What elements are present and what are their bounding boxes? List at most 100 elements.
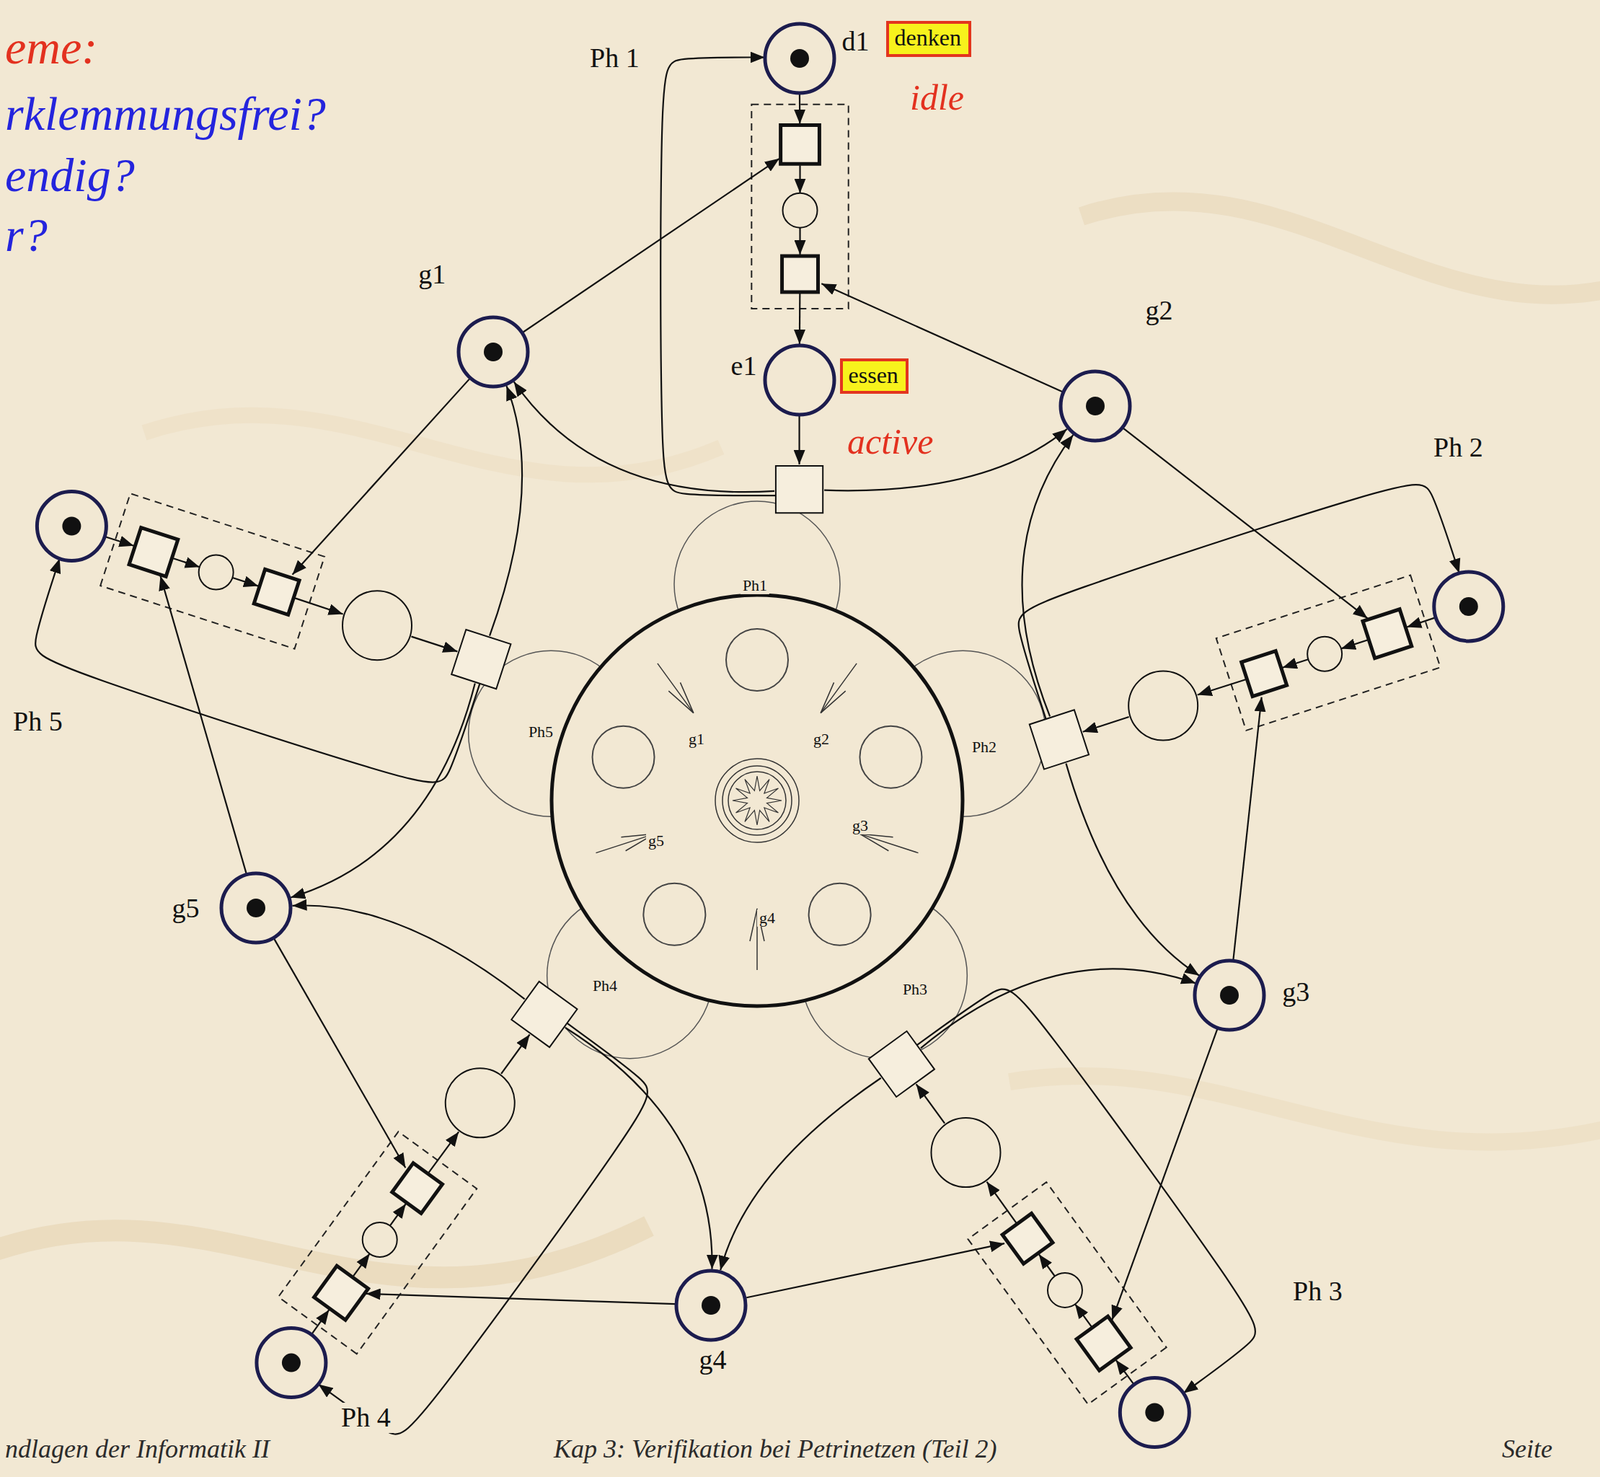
page-label: Seite	[1499, 1434, 1555, 1464]
plate	[726, 628, 789, 691]
arc	[1406, 617, 1436, 627]
place-outline	[219, 871, 293, 945]
arc	[1065, 763, 1200, 976]
place-ring	[765, 23, 835, 94]
state-note: active	[845, 421, 936, 462]
arc	[353, 1253, 370, 1276]
plate	[859, 726, 922, 789]
arc	[35, 558, 480, 783]
place	[256, 1328, 326, 1398]
place-circle: g2	[1058, 369, 1133, 443]
arc	[489, 385, 523, 636]
state-label-box: essen	[840, 358, 909, 394]
arc	[311, 1309, 330, 1334]
arc	[232, 577, 259, 587]
arc	[987, 1181, 1017, 1223]
place-name: g3	[1279, 977, 1312, 1008]
marbling	[1081, 201, 1600, 295]
state-name: essen	[842, 361, 905, 390]
fork-prongs	[668, 682, 694, 713]
arc	[318, 1023, 648, 1435]
arc	[1341, 640, 1368, 649]
transition	[1029, 709, 1089, 769]
token	[246, 898, 266, 918]
arc	[429, 1131, 460, 1172]
arc	[798, 293, 802, 344]
place-outline	[674, 1268, 748, 1342]
place	[199, 555, 234, 590]
plate	[592, 726, 655, 789]
arc	[917, 989, 1256, 1394]
arc	[1039, 1253, 1055, 1276]
transition	[868, 1031, 935, 1097]
place	[930, 1117, 1001, 1187]
dashed-group	[1216, 575, 1441, 731]
place	[1307, 636, 1342, 672]
place-circle: g5	[219, 871, 293, 945]
arc	[798, 416, 800, 465]
arc	[1111, 1028, 1218, 1321]
token	[1220, 985, 1239, 1005]
place-circle: e1	[762, 343, 837, 417]
bowl	[728, 771, 786, 830]
arc	[1018, 484, 1460, 719]
place-ring	[676, 1270, 746, 1340]
heading-fragment: eme:	[2, 21, 100, 75]
arc	[1282, 659, 1309, 668]
place	[1434, 571, 1504, 642]
arc	[104, 536, 134, 546]
arc	[746, 1243, 1005, 1298]
arc	[173, 558, 200, 567]
fork-prongs	[820, 682, 846, 713]
arc	[1075, 1303, 1092, 1327]
fork-label: g1	[686, 730, 707, 748]
dashed-group	[967, 1181, 1166, 1404]
state-name: denken	[889, 23, 967, 52]
philosopher-name: Ph 3	[1290, 1276, 1345, 1307]
fork-label: g4	[757, 909, 778, 927]
question-fragment: rklemmungsfrei?	[2, 87, 329, 141]
arc	[798, 227, 801, 255]
place-outline	[1192, 958, 1267, 1032]
place	[36, 491, 106, 561]
transition	[1002, 1213, 1053, 1264]
token	[62, 516, 81, 536]
place-name: d1	[840, 26, 872, 57]
transition	[1076, 1315, 1131, 1370]
place-circle: g1	[456, 315, 530, 389]
place-circle: d1	[762, 21, 837, 96]
arc	[1116, 1359, 1135, 1385]
transition	[314, 1265, 369, 1320]
place-name: g5	[169, 893, 202, 924]
token	[281, 1353, 301, 1373]
arc	[798, 165, 801, 193]
fork	[657, 663, 694, 714]
philosopher-name: Ph 1	[587, 43, 642, 74]
arc	[1123, 428, 1368, 619]
footer-text: Kap 3: Verifikation bei Petrinetzen (Tei…	[551, 1434, 1000, 1464]
transition	[253, 568, 300, 615]
arc	[290, 683, 476, 898]
arc	[920, 968, 1196, 1048]
plate	[809, 883, 872, 946]
place-outline	[762, 343, 837, 417]
transition	[780, 125, 820, 165]
place-name: g1	[416, 259, 448, 290]
arc	[366, 1293, 676, 1304]
fork-label: g2	[811, 730, 832, 748]
arc	[273, 938, 406, 1168]
arc	[292, 905, 525, 1000]
philosopher-name: Ph 4	[338, 1402, 393, 1433]
spaghetti	[732, 775, 782, 825]
place-outline	[456, 315, 530, 389]
arc	[501, 1033, 530, 1073]
token	[701, 1295, 721, 1315]
arc	[720, 1077, 882, 1271]
place-ring	[221, 873, 291, 943]
table-outline	[551, 594, 963, 1006]
question-fragment: endig?	[2, 149, 137, 202]
arc	[1083, 716, 1130, 732]
place-ring	[1194, 960, 1264, 1030]
state-note: idle	[907, 77, 967, 118]
